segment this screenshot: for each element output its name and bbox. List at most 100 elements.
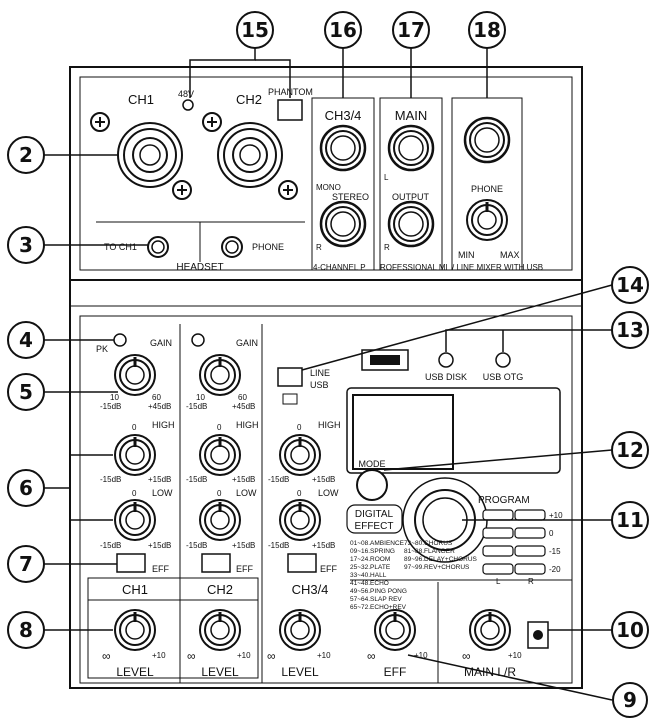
svg-text:13: 13	[616, 318, 644, 342]
effect-label: EFFECT	[355, 521, 394, 532]
program-label: PROGRAM	[478, 495, 530, 506]
ch1-gain-max: 60	[152, 393, 161, 402]
48v-label: 48V	[178, 89, 194, 99]
effect-list-item: 17~24.ROOM	[350, 556, 390, 563]
min-label: MIN	[458, 250, 475, 260]
ch2-low-label: LOW	[236, 488, 257, 498]
svg-text:11: 11	[616, 508, 644, 532]
svg-text:15: 15	[241, 18, 269, 42]
ch2-gain-hi: +45dB	[232, 402, 255, 411]
ch1-gain-hi: +45dB	[148, 402, 171, 411]
effect-list-item: 09~16.SPRING	[350, 548, 395, 555]
eff-master-label: EFF	[384, 665, 407, 679]
svg-text:9: 9	[623, 688, 637, 712]
ch34-eff-label: EFF	[320, 564, 338, 574]
callout-7: 7	[7, 545, 45, 583]
ch1-level-label: LEVEL	[116, 665, 154, 679]
callout-2: 2	[7, 136, 45, 174]
effect-list-right: 73~80.CHORUS81~88.FLANGER89~96.DELAY+CHO…	[404, 540, 478, 571]
effect-list-item: 25~32.PLATE	[350, 564, 391, 571]
ch2-high-max: +15dB	[232, 475, 255, 484]
max-label: MAX	[500, 250, 520, 260]
headset-label: HEADSET	[176, 262, 223, 273]
effect-list-item: 49~56.PING PONG	[350, 588, 407, 595]
svg-text:4: 4	[19, 328, 33, 352]
phantom-led	[182, 99, 194, 111]
headset-phone-jack	[221, 236, 243, 258]
line-label: LINE	[310, 368, 330, 378]
ch2-high-min: -15dB	[186, 475, 207, 484]
usb-disk-label: USB DISK	[425, 372, 467, 382]
ch2-gain-lo: -15dB	[186, 402, 207, 411]
pk-label: PK	[96, 344, 108, 354]
effect-list-item: 57~64.SLAP REV	[350, 596, 402, 603]
mode-label: MODE	[359, 459, 386, 469]
meter-l-label: L	[496, 577, 501, 586]
svg-text:3: 3	[19, 233, 33, 257]
main-plus10: +10	[508, 651, 522, 660]
r-label-main: R	[384, 243, 390, 252]
phantom-switch	[277, 99, 303, 121]
meter-label-minus15: -15	[549, 547, 561, 556]
ch34-top-label: CH3/4	[325, 108, 362, 123]
ch1-inf: ∞	[102, 649, 111, 663]
digital-label: DIGITAL	[355, 509, 394, 520]
ch1-low-label: LOW	[152, 488, 173, 498]
callout-10: 10	[611, 611, 649, 649]
usb-disk-led	[438, 352, 454, 368]
callout-3: 3	[7, 226, 45, 264]
meter-label-0: 0	[549, 529, 554, 538]
effect-list-item: 65~72.ECHO+REV	[350, 604, 407, 611]
effect-list-item: 73~80.CHORUS	[404, 540, 453, 547]
callout-8: 8	[7, 611, 45, 649]
ch2-eff-switch	[201, 553, 231, 573]
level-meter	[482, 509, 546, 575]
ch34-low-zero: 0	[297, 489, 302, 498]
ch2-eff-label: EFF	[236, 564, 254, 574]
svg-text:7: 7	[19, 552, 33, 576]
callout-6: 6	[7, 469, 45, 507]
meter-r-label: R	[528, 577, 534, 586]
mono-label: MONO	[316, 183, 341, 192]
ch34-plus10: +10	[317, 651, 331, 660]
svg-text:17: 17	[397, 18, 425, 42]
bottom-label-c: / LINE MIXER WITH USB	[452, 263, 543, 272]
leader-lines	[44, 48, 613, 701]
bottom-label-b: ROFESSIONAL MI	[380, 263, 448, 272]
svg-text:14: 14	[616, 273, 644, 297]
svg-text:2: 2	[19, 143, 33, 167]
l-label: L	[384, 173, 389, 182]
ch2-label: CH2	[236, 92, 262, 107]
ch2-peak-led	[191, 333, 205, 347]
ch34-high-max: +15dB	[312, 475, 335, 484]
effect-list-item: 97~99.REV+CHORUS	[404, 564, 470, 571]
eff-inf: ∞	[367, 649, 376, 663]
effect-list-item: 89~96.DELAY+CHORUS	[404, 556, 478, 563]
ch34-strip	[277, 367, 322, 652]
effect-list-item: 01~08.AMBIENCE	[350, 540, 405, 547]
stereo-label: STEREO	[332, 192, 369, 202]
effect-list-item: 33~40.HALL	[350, 572, 387, 579]
effect-list-left: 01~08.AMBIENCE09~16.SPRING17~24.ROOM25~3…	[350, 540, 407, 611]
callout-12: 12	[611, 431, 649, 469]
effect-list-item: 81~88.FLANGER	[404, 548, 455, 555]
headset-mic-jack	[147, 236, 169, 258]
ch2-low-max: +15dB	[232, 541, 255, 550]
svg-text:5: 5	[19, 380, 33, 404]
callout-13: 13	[611, 311, 649, 349]
ch1-gain-lo: -15dB	[100, 402, 121, 411]
ch2-strip-label: CH2	[207, 582, 233, 597]
ch1-high-zero: 0	[132, 423, 137, 432]
meter-label-plus10: +10	[549, 511, 563, 520]
callout-14: 14	[611, 266, 649, 304]
ch2-strip	[191, 333, 242, 652]
ch2-gain-label: GAIN	[236, 338, 258, 348]
line-usb-switch	[277, 367, 303, 387]
usb-otg-led	[495, 352, 511, 368]
callout-11: 11	[611, 501, 649, 539]
usb-label: USB	[310, 380, 329, 390]
main-inf: ∞	[462, 649, 471, 663]
